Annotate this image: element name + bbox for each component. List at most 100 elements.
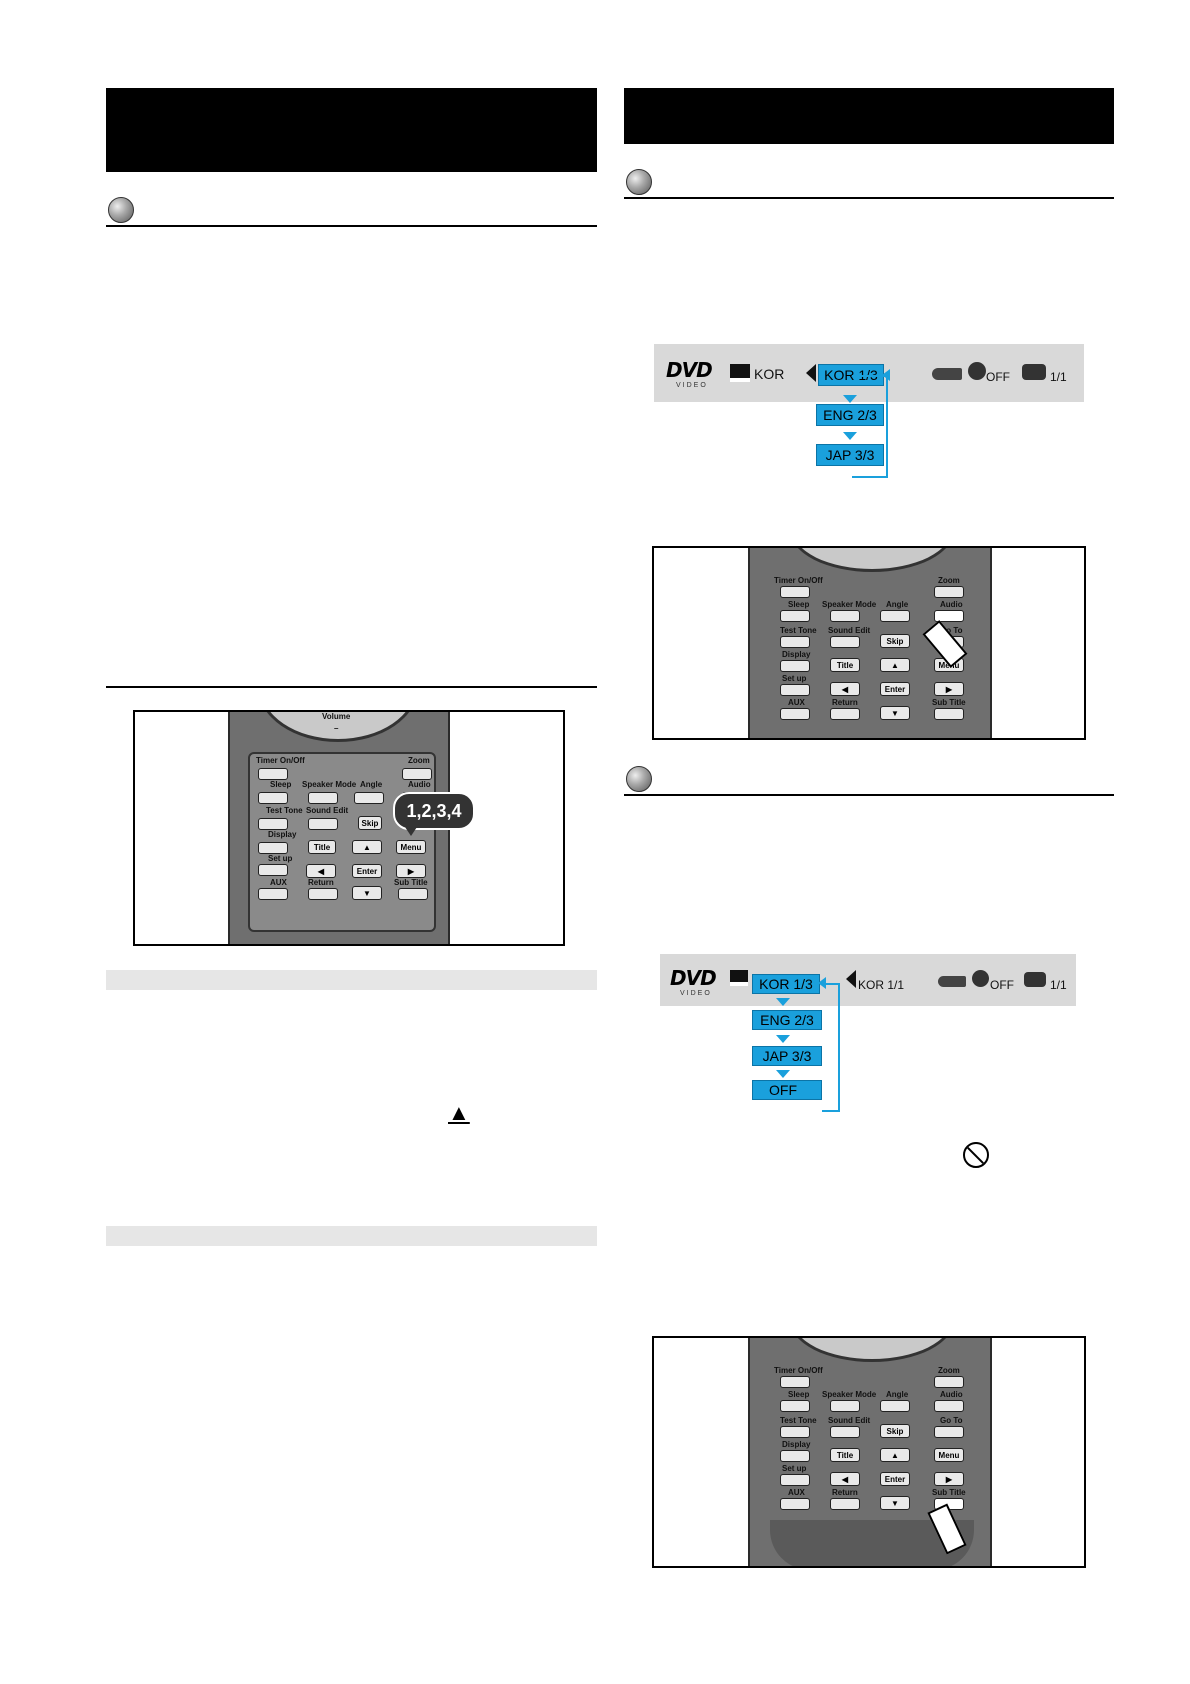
enter-button[interactable]: Enter	[352, 864, 382, 878]
volume-minus-label: –	[334, 724, 339, 733]
repeat-icon	[972, 970, 989, 987]
angle-button[interactable]	[354, 792, 384, 804]
test-tone-label: Test Tone	[780, 626, 817, 635]
speaker-mode-button[interactable]	[308, 792, 338, 804]
audio-button-pressed[interactable]	[934, 610, 964, 622]
dvd-logo-sub: VIDEO	[676, 382, 708, 389]
up-arrow-button[interactable]: ▲	[352, 840, 382, 854]
sound-edit-button[interactable]	[830, 1426, 860, 1438]
remote-figure-audio: Timer On/Off Zoom Sleep Speaker Mode Ang…	[652, 546, 1086, 740]
zoom-button[interactable]	[934, 1376, 964, 1388]
test-tone-button[interactable]	[780, 1426, 810, 1438]
enter-button[interactable]: Enter	[880, 682, 910, 696]
right-arrow-button[interactable]: ▶	[396, 864, 426, 878]
remote-figure-subtitle: Timer On/Off Zoom Sleep Speaker Mode Ang…	[652, 1336, 1086, 1568]
left-arrow-button[interactable]: ◀	[830, 682, 860, 696]
return-button[interactable]	[830, 708, 860, 720]
audio-button[interactable]	[934, 1400, 964, 1412]
sound-edit-button[interactable]	[830, 636, 860, 648]
sub-title-button[interactable]	[398, 888, 428, 900]
menu-button[interactable]: Menu	[934, 1448, 964, 1462]
audio-label: Audio	[408, 780, 431, 789]
subtitle-cycle-connector	[822, 983, 840, 1112]
sleep-button[interactable]	[258, 792, 288, 804]
test-tone-button[interactable]	[780, 636, 810, 648]
sub-title-button[interactable]	[934, 708, 964, 720]
repeat-value: OFF	[990, 978, 1014, 992]
zoom-label: Zoom	[408, 756, 430, 765]
setup-button[interactable]	[780, 684, 810, 696]
aux-button[interactable]	[780, 1498, 810, 1510]
up-arrow-button[interactable]: ▲	[880, 1448, 910, 1462]
subtitle-value: KOR	[754, 366, 785, 382]
subtitle-option-3[interactable]: JAP 3/3	[752, 1046, 822, 1066]
setup-label: Set up	[268, 854, 293, 863]
sound-edit-button[interactable]	[308, 818, 338, 830]
title-button[interactable]: Title	[308, 840, 336, 854]
audio-option-1[interactable]: KOR 1/3	[818, 364, 884, 386]
display-button[interactable]	[258, 842, 288, 854]
audio-value: KOR 1/1	[858, 978, 905, 992]
aux-button[interactable]	[780, 708, 810, 720]
goto-button[interactable]	[934, 1426, 964, 1438]
setup-button[interactable]	[258, 864, 288, 876]
osd-subtitle-bar: DVD VIDEO KOR 1/3 KOR 1/1 OFF 1/1	[660, 954, 1076, 1006]
down-arrow-button[interactable]: ▼	[352, 886, 382, 900]
sub-title-label: Sub Title	[932, 698, 966, 707]
angle-label: Angle	[360, 780, 383, 789]
zoom-button[interactable]	[934, 586, 964, 598]
zoom-button[interactable]	[402, 768, 432, 780]
timer-button[interactable]	[258, 768, 288, 780]
audio-arrow-2	[843, 432, 857, 440]
sleep-button[interactable]	[780, 610, 810, 622]
right-arrow-button[interactable]: ▶	[934, 682, 964, 696]
test-tone-button[interactable]	[258, 818, 288, 830]
repeat-title-icon	[932, 368, 962, 380]
subtitle-option-4[interactable]: OFF	[752, 1080, 822, 1100]
angle-button[interactable]	[880, 1400, 910, 1412]
title-button[interactable]: Title	[830, 1448, 860, 1462]
setup-button[interactable]	[780, 1474, 810, 1486]
display-button[interactable]	[780, 660, 810, 672]
skip-button[interactable]: Skip	[880, 634, 910, 648]
angle-label: Angle	[886, 600, 909, 609]
display-button[interactable]	[780, 1450, 810, 1462]
speaker-mode-button[interactable]	[830, 1400, 860, 1412]
subtitle-option-2[interactable]: ENG 2/3	[752, 1010, 822, 1030]
left-arrow-button[interactable]: ◀	[830, 1472, 860, 1486]
audio-label: Audio	[940, 1390, 963, 1399]
angle-label: Angle	[886, 1390, 909, 1399]
remote-body: Timer On/Off Zoom Sleep Speaker Mode Ang…	[748, 548, 992, 738]
sleep-button[interactable]	[780, 1400, 810, 1412]
subtitle-icon	[730, 970, 748, 986]
menu-button[interactable]: Menu	[396, 840, 426, 854]
title-button[interactable]: Title	[830, 658, 860, 672]
right-section2-bullet-icon	[626, 766, 652, 792]
down-arrow-button[interactable]: ▼	[880, 706, 910, 720]
eject-icon: ▲	[448, 1100, 470, 1125]
speaker-mode-button[interactable]	[830, 610, 860, 622]
down-arrow-button[interactable]: ▼	[880, 1496, 910, 1510]
up-arrow-button[interactable]: ▲	[880, 658, 910, 672]
angle-button[interactable]	[880, 610, 910, 622]
angle-value: 1/1	[1050, 978, 1067, 992]
left-figure-rule	[106, 686, 597, 688]
return-button[interactable]	[830, 1498, 860, 1510]
skip-button[interactable]: Skip	[880, 1424, 910, 1438]
right-arrow-button[interactable]: ▶	[934, 1472, 964, 1486]
audio-option-3[interactable]: JAP 3/3	[816, 444, 884, 466]
return-button[interactable]	[308, 888, 338, 900]
timer-button[interactable]	[780, 1376, 810, 1388]
zoom-label: Zoom	[938, 1366, 960, 1375]
timer-button[interactable]	[780, 586, 810, 598]
subtitle-option-1[interactable]: KOR 1/3	[752, 974, 820, 994]
left-section-bullet-icon	[108, 197, 134, 223]
aux-button[interactable]	[258, 888, 288, 900]
skip-button[interactable]: Skip	[358, 816, 382, 830]
enter-button[interactable]: Enter	[880, 1472, 910, 1486]
audio-option-2[interactable]: ENG 2/3	[816, 404, 884, 426]
left-arrow-button[interactable]: ◀	[306, 864, 336, 878]
audio-cycle-arrowhead	[882, 369, 890, 381]
return-label: Return	[308, 878, 334, 887]
timer-label: Timer On/Off	[256, 756, 305, 765]
